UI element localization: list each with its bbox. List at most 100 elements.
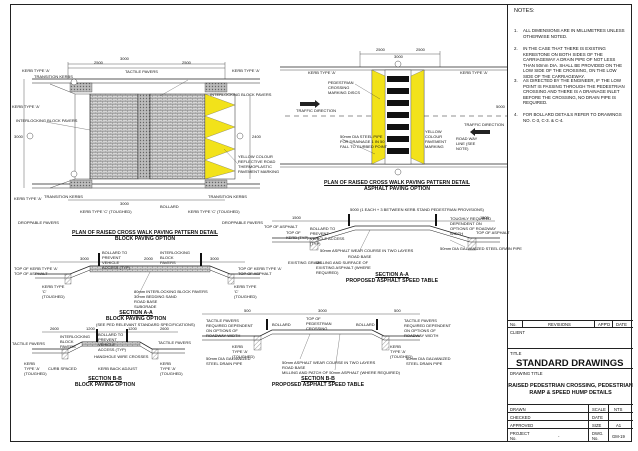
section-label: KERB TYPE 'A' (TOUGHED) xyxy=(160,361,183,376)
note-number: 1. xyxy=(514,28,518,33)
project-label: PROJECT No. xyxy=(510,431,530,441)
plan-asphalt-paving xyxy=(280,51,507,176)
note-number: 3. xyxy=(514,78,518,83)
plan-asphalt-label: ROAD WAY LINE (SEE NOTE) xyxy=(456,136,478,151)
section-label: 50mm DIA GALVANIZED STEEL DRAIN PIPE xyxy=(440,246,522,251)
rev-col-divider xyxy=(522,320,523,328)
plan-label: KERB TYPE 'A' xyxy=(22,68,50,73)
section-aa-asphalt-subtitle: PROPOSED ASPHALT SPEED TABLE xyxy=(345,278,439,284)
dim-label: 2000 xyxy=(144,256,153,261)
section-bb-asphalt-subtitle: PROPOSED ASPHALT SPEED TABLE xyxy=(271,382,365,388)
revisions-label: REVISIONS xyxy=(548,322,571,327)
dim-label: 2500 xyxy=(376,47,385,52)
note-number: 2. xyxy=(514,46,518,51)
dim-label: 5000 (1 EACH + 3 BETWEEN KERB STAND PEDE… xyxy=(350,207,484,212)
section-label: KERB TYPE 'A' (TOUGHED) xyxy=(24,361,47,376)
section-label: 30mm BEDDING SAND xyxy=(134,294,177,299)
section-label: INTERLOCKING BLOCK PAVERS xyxy=(60,334,91,349)
section-aa-block xyxy=(35,253,260,297)
section-aa-block-subtitle: BLOCK PAVING OPTION xyxy=(105,316,167,322)
checked-label: CHECKED xyxy=(510,414,531,420)
drawn-label: DRAWN xyxy=(510,406,526,412)
section-label: KERB TYPE 'C' (TOUGHED) xyxy=(42,284,65,299)
checked-row: CHECKED DATE xyxy=(508,412,633,420)
plan-label: DROPPABLE PAVERS xyxy=(222,220,263,225)
section-label: TOP OF KERB TYPE 'A' xyxy=(14,266,58,271)
section-bb-asphalt xyxy=(202,313,420,371)
project-row: PROJECT No. - DWG. No. GM-19 xyxy=(508,428,633,442)
plan-asphalt-label: PEDESTRIAN CROSSING MARKING DISCS xyxy=(328,80,361,95)
dim-label: 3000 xyxy=(80,256,89,261)
plan-label: KERB TYPE 'A' xyxy=(232,68,260,73)
scale-label: SCALE xyxy=(592,406,606,412)
section-label: MILLING AND PATCH OF 50mm ASPHALT (WHERE… xyxy=(282,370,400,375)
section-label: TOP OF ASPHALT xyxy=(14,271,48,276)
approved-row: APPROVED SIZE A1 xyxy=(508,420,633,428)
section-aa-block-note: (SEE PED RELEVANT STANDARD SPECIFICATION… xyxy=(96,322,195,327)
scale-value: NTS xyxy=(614,406,623,412)
client-label: CLIENT xyxy=(510,330,525,335)
dim-label: 500 xyxy=(244,308,251,313)
section-label: TACTILE PAVERS REQUIRED DEPENDENT ON OPT… xyxy=(206,318,253,338)
dim-label: 3000 xyxy=(394,54,403,59)
section-label: 50mm ASPHALT WEAR COURSE IN TWO LAYERS xyxy=(320,248,414,253)
dim-label: 1500 xyxy=(480,215,489,220)
plan-label: TRANSITION KERBS xyxy=(44,194,83,199)
dim-label: 1200 xyxy=(128,326,137,331)
plan-label: INTERLOCKING BLOCK PAVERS xyxy=(16,118,78,123)
plan-label: KERB TYPE 'C' (TOUGHED) xyxy=(188,209,240,214)
section-label: BOLLARD xyxy=(272,322,291,327)
notes-heading: NOTES: xyxy=(514,8,535,14)
note-number: 4. xyxy=(514,112,518,117)
dim-label: 2500 xyxy=(94,60,103,65)
section-label: KERB TYPE 'A' (TOUGHED) xyxy=(232,344,255,359)
section-aa-asphalt-title: SECTION A-A xyxy=(375,272,409,278)
section-aa-block-title: SECTION A-A xyxy=(119,310,153,316)
note-item: 1. ALL DIMENSIONS ARE IN MILLIMETRES UNL… xyxy=(514,28,626,39)
section-label: ROAD BASE xyxy=(134,299,158,304)
title-block: NOTES: 1. ALL DIMENSIONS ARE IN MILLIMET… xyxy=(507,4,633,442)
section-bb-block xyxy=(32,329,185,360)
section-label: TOP OF ASPHALT xyxy=(238,271,272,276)
section-label: 80mm INTERLOCKING BLOCK PAVERS xyxy=(134,289,208,294)
rev-col-divider xyxy=(612,320,613,328)
section-label: ROAD BASE xyxy=(348,254,372,259)
plan-asphalt-label: KERB TYPE 'A' xyxy=(460,70,488,75)
size-label: SIZE xyxy=(592,422,602,428)
section-label: 50mm ASPHALT WEAR COURSE IN TWO LAYERS xyxy=(282,360,376,365)
plan-asphalt-title: PLAN OF RAISED CROSS WALK PAVING PATTERN… xyxy=(324,180,470,186)
section-label: TOP OF PEDESTRIAN CROSSING xyxy=(306,316,332,331)
rev-col-divider xyxy=(594,320,595,328)
section-bb-asphalt-title: SECTION B-B xyxy=(301,376,335,382)
section-bb-block-title: SECTION B-B xyxy=(88,376,122,382)
section-label: KERB TYPE 'C' (TOUGHED) xyxy=(234,284,257,299)
dim-label: 3000 xyxy=(210,256,219,261)
section-label: INTERLOCKING BLOCK PAVERS xyxy=(160,250,191,265)
drawing-linework xyxy=(23,51,507,371)
plan-label: TRANSITION KERBS xyxy=(34,74,73,79)
section-label: TOP OF KERB TYPE 'A' xyxy=(238,266,282,271)
section-aa-asphalt xyxy=(272,214,500,251)
tb-col-divider xyxy=(588,404,589,442)
approved-label: APPROVED xyxy=(510,422,534,428)
note-item: 2. IN THE CASE THAT THERE IS EXISTING KE… xyxy=(514,46,626,80)
section-label: EXISTING GRADE xyxy=(288,260,323,265)
drawing-area: KERB TYPE 'A' TRANSITION KERBS TACTILE P… xyxy=(10,4,522,442)
drawing-title: RAISED PEDESTRIAN CROSSING, PEDESTRIAN R… xyxy=(508,383,633,396)
dwg-no-value: GM-19 xyxy=(612,434,625,439)
revisions-divider xyxy=(508,320,633,328)
note-text: IN THE CASE THAT THERE IS EXISTING KERBS… xyxy=(523,46,623,79)
section-label: KERB TYPE 'A' (TOUGHED) xyxy=(390,344,413,359)
revision-date-label: DATE xyxy=(616,322,627,327)
dim-label: 2500 xyxy=(182,60,191,65)
plan-asphalt-label: YELLOW COLOUR PAVEMENT MARKING xyxy=(425,129,447,149)
section-label: TACTILE PAVERS xyxy=(12,341,45,346)
dim-label: 2500 xyxy=(416,47,425,52)
section-label: TOUGHLY REQUIRED DEPENDENT ON OPTIONS OF… xyxy=(450,216,496,236)
section-label: 50mm DIA GALVANIZED STEEL DRAIN PIPE xyxy=(406,356,451,366)
section-label: BOLLARD TO PREVENT VEHICLE ACCESS (TYP) xyxy=(98,332,127,352)
dim-label: 3000 xyxy=(14,134,23,139)
plan-label: TRANSITION KERBS xyxy=(208,194,247,199)
drawing-title-row: DRAWING TITLE RAISED PEDESTRIAN CROSSING… xyxy=(508,368,633,402)
title-label: TITLE xyxy=(510,351,522,356)
